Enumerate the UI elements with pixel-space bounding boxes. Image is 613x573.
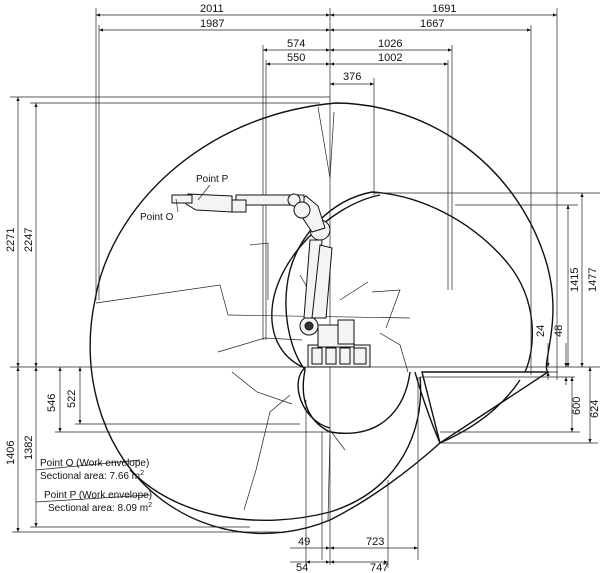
dim-top-right-3: 1026 <box>378 38 402 50</box>
dim-top-left-outer: 2011 <box>200 3 224 15</box>
dim-right-vert-1: 1415 <box>569 268 581 292</box>
point-o-area-label: Sectional area: 7.66 m2 <box>40 470 144 482</box>
robot-illustration <box>171 193 371 368</box>
dim-top-left-2: 1987 <box>200 18 224 30</box>
point-p-envelope-leader <box>35 494 151 503</box>
point-o-envelope-label: Point O (Work envelope) <box>40 458 149 469</box>
point-o-area-superscript: 2 <box>140 470 144 477</box>
dim-bottom-2: 723 <box>366 536 384 548</box>
dim-right-vert-2: 1477 <box>587 268 599 292</box>
point-o-area-text: Sectional area: 7.66 m <box>40 471 140 482</box>
dim-top-right-outer: 1691 <box>432 3 456 15</box>
dim-left-vert-2: 2247 <box>23 228 35 252</box>
point-p-area-label: Sectional area: 8.09 m2 <box>48 502 152 514</box>
bottom-dimensions <box>290 377 419 568</box>
dim-top-right-2: 1667 <box>420 18 444 30</box>
dim-right-vert-6: 624 <box>589 400 601 418</box>
point-o-leader <box>175 198 179 213</box>
dim-top-right-5: 376 <box>343 71 361 83</box>
dim-right-vert-5: 600 <box>571 397 583 415</box>
envelope-inner-spiral <box>285 191 534 434</box>
dim-top-left-3: 574 <box>287 38 305 50</box>
dim-left-vert-3: 546 <box>46 394 58 412</box>
dim-bottom-4: 747 <box>370 562 388 573</box>
dim-left-vert-6: 1382 <box>23 436 35 460</box>
envelope-lower-arc <box>414 371 549 445</box>
dim-right-vert-3: 24 <box>535 325 547 337</box>
dim-left-vert-1: 2271 <box>5 228 17 252</box>
point-p-area-text: Sectional area: 8.09 m <box>48 503 148 514</box>
dim-left-vert-5: 1406 <box>5 441 17 465</box>
envelope-outer-p <box>89 102 554 535</box>
dim-top-left-4: 550 <box>287 52 305 64</box>
top-dimensions <box>95 8 558 380</box>
dim-right-vert-4: 48 <box>553 325 565 337</box>
point-p-label: Point P <box>196 174 229 185</box>
right-dimensions <box>374 192 600 444</box>
left-dimensions <box>10 96 330 533</box>
point-p-leader <box>197 184 211 201</box>
point-p-area-superscript: 2 <box>148 502 152 509</box>
point-o-label: Point O <box>140 212 174 223</box>
dim-top-right-4: 1002 <box>378 52 402 64</box>
dim-bottom-3: 54 <box>296 562 308 573</box>
dim-left-vert-4: 522 <box>66 390 78 408</box>
dim-bottom-1: 49 <box>298 536 310 548</box>
point-p-envelope-label: Point P (Work envelope) <box>44 490 152 501</box>
point-o-envelope-leader <box>35 459 141 471</box>
